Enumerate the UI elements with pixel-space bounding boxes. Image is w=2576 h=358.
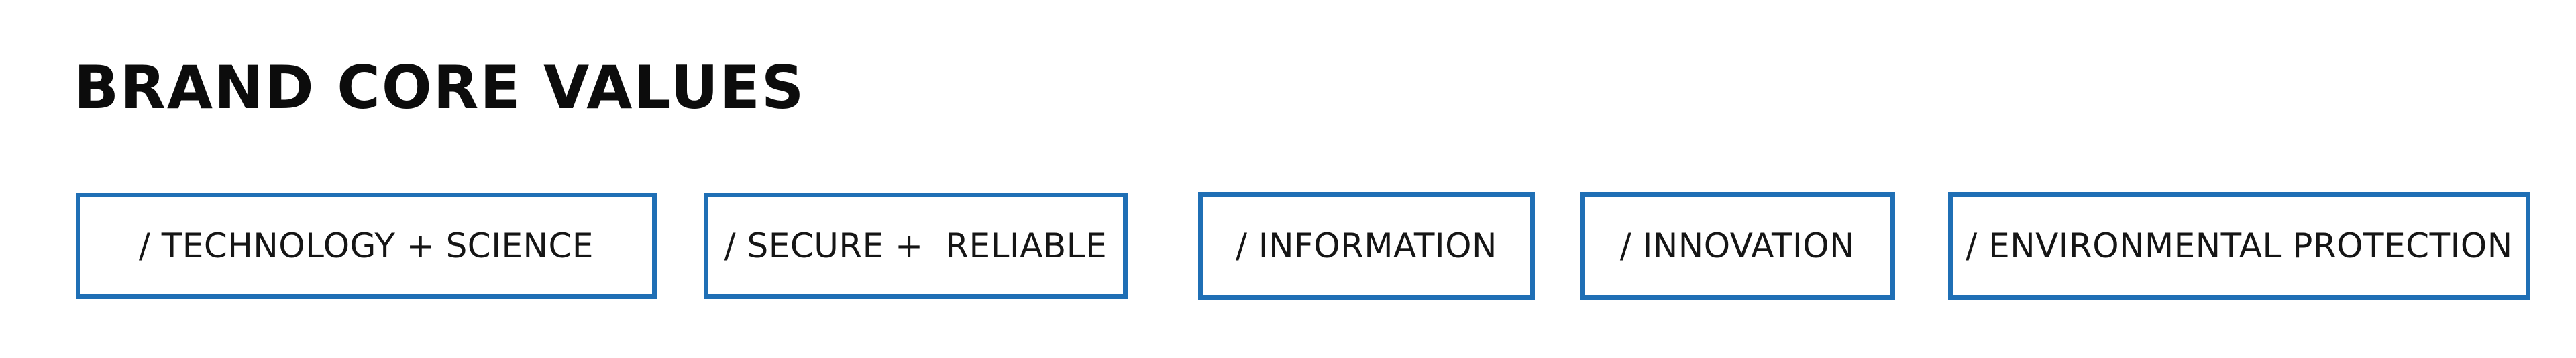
value-tag-environmental-protection: / ENVIRONMENTAL PROTECTION (1948, 192, 2530, 300)
value-tag-label: / TECHNOLOGY + SCIENCE (139, 226, 594, 265)
value-tag-label: / INFORMATION (1236, 226, 1497, 265)
value-tag-technology-science: / TECHNOLOGY + SCIENCE (76, 193, 657, 299)
value-tag-secure-reliable: / SECURE + RELIABLE (704, 193, 1128, 299)
value-tag-innovation: / INNOVATION (1580, 192, 1895, 300)
value-tag-information: / INFORMATION (1198, 192, 1535, 300)
page-title: BRAND CORE VALUES (74, 53, 806, 122)
value-tag-label: / INNOVATION (1619, 226, 1856, 265)
value-tag-label: / ENVIRONMENTAL PROTECTION (1966, 226, 2513, 265)
value-tag-label: / SECURE + RELIABLE (724, 226, 1108, 265)
